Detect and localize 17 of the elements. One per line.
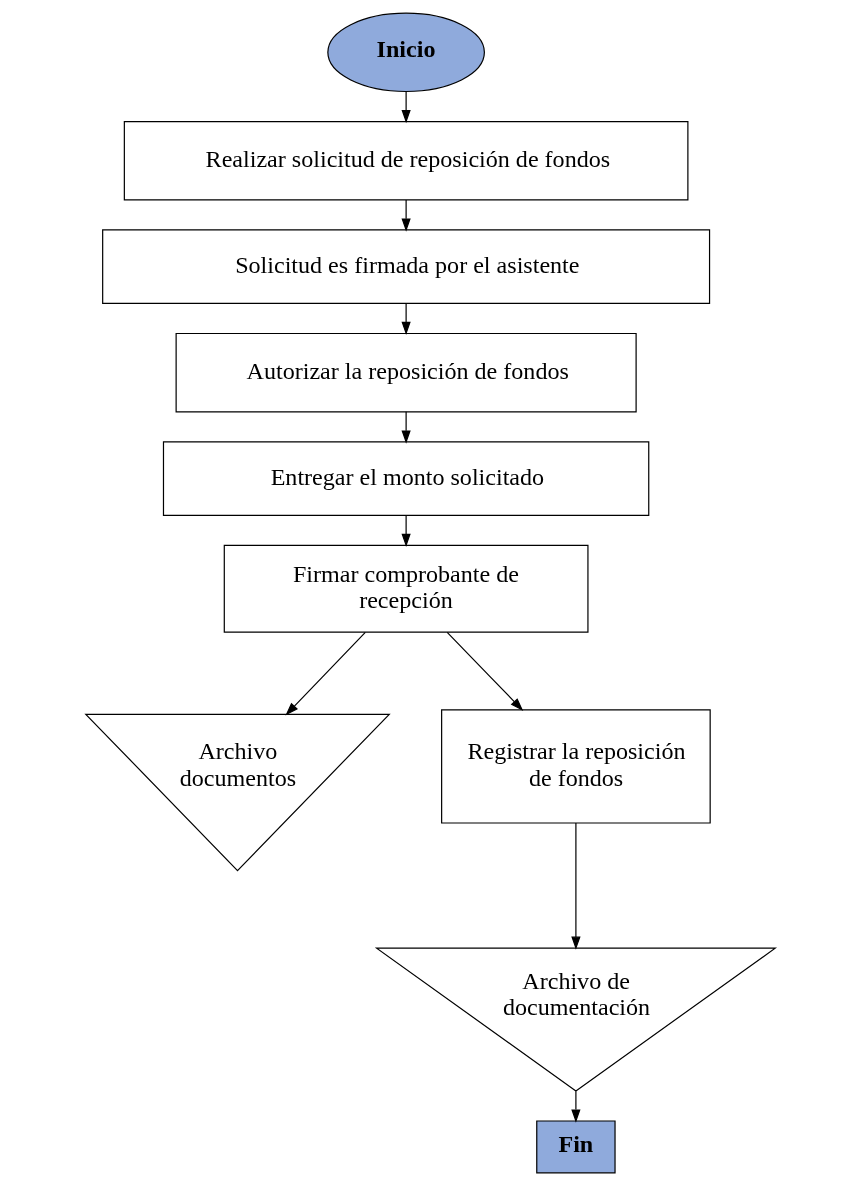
node-box: Autorizar la reposición de fondos — [175, 332, 637, 413]
node-ellipse: Inicio — [327, 12, 485, 93]
node-box: Realizar solicitud de reposición de fondos — [123, 121, 689, 201]
arrow — [571, 822, 581, 950]
arrow — [401, 302, 411, 336]
arrow — [571, 1090, 581, 1123]
arrow — [401, 411, 411, 444]
arrow — [401, 91, 411, 124]
arrow — [401, 515, 411, 547]
node-box: Fin — [536, 1120, 616, 1174]
arrow — [446, 631, 524, 711]
node-box: Solicitud es firmada por el asistente — [102, 229, 711, 304]
node-box: Firmar comprobante de recepción — [223, 544, 589, 633]
node-box: Registrar la reposición de fondos — [441, 709, 711, 824]
arrow — [401, 199, 411, 232]
arrow — [285, 631, 366, 716]
node-box: Entregar el monto solicitado — [162, 441, 650, 516]
